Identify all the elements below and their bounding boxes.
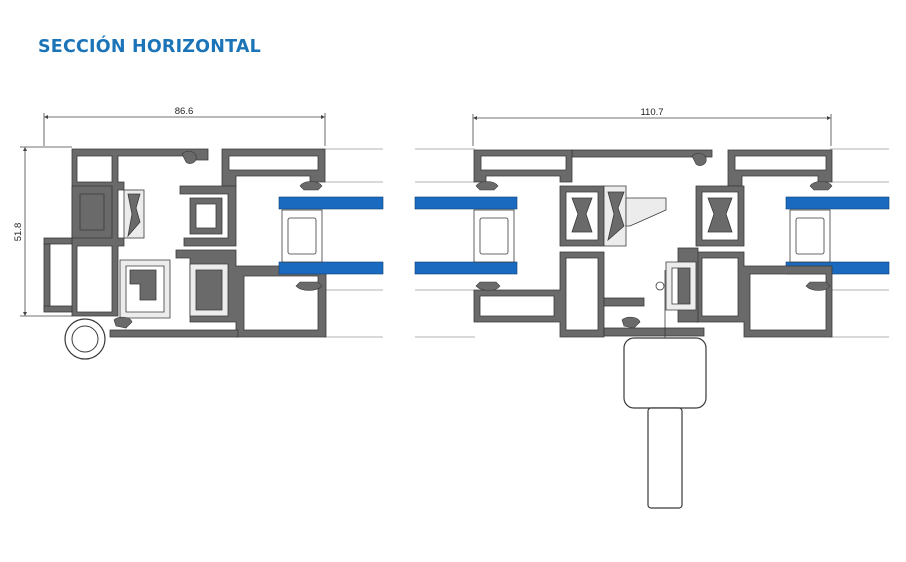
left-height-dimension	[20, 146, 72, 317]
left-glazing	[278, 196, 384, 275]
right-handle-icon	[623, 270, 707, 509]
right-width-dimension	[472, 114, 832, 146]
left-roller-icon	[64, 318, 106, 360]
left-width-dimension	[43, 113, 326, 146]
right-seals	[475, 152, 833, 329]
left-width-label: 86.6	[175, 106, 194, 117]
right-frame-profile	[473, 149, 833, 338]
left-section: 86.6 51.8	[13, 106, 384, 360]
right-glazing-right	[785, 196, 890, 275]
page-title: SECCIÓN HORIZONTAL	[38, 37, 261, 57]
left-seals	[113, 150, 323, 329]
reference-lines	[325, 148, 889, 338]
right-section: 110.7	[414, 107, 890, 509]
right-glazing-left	[414, 196, 518, 275]
right-width-label: 110.7	[640, 107, 663, 118]
left-frame-profile	[43, 148, 209, 317]
left-height-label: 51.8	[13, 223, 24, 242]
